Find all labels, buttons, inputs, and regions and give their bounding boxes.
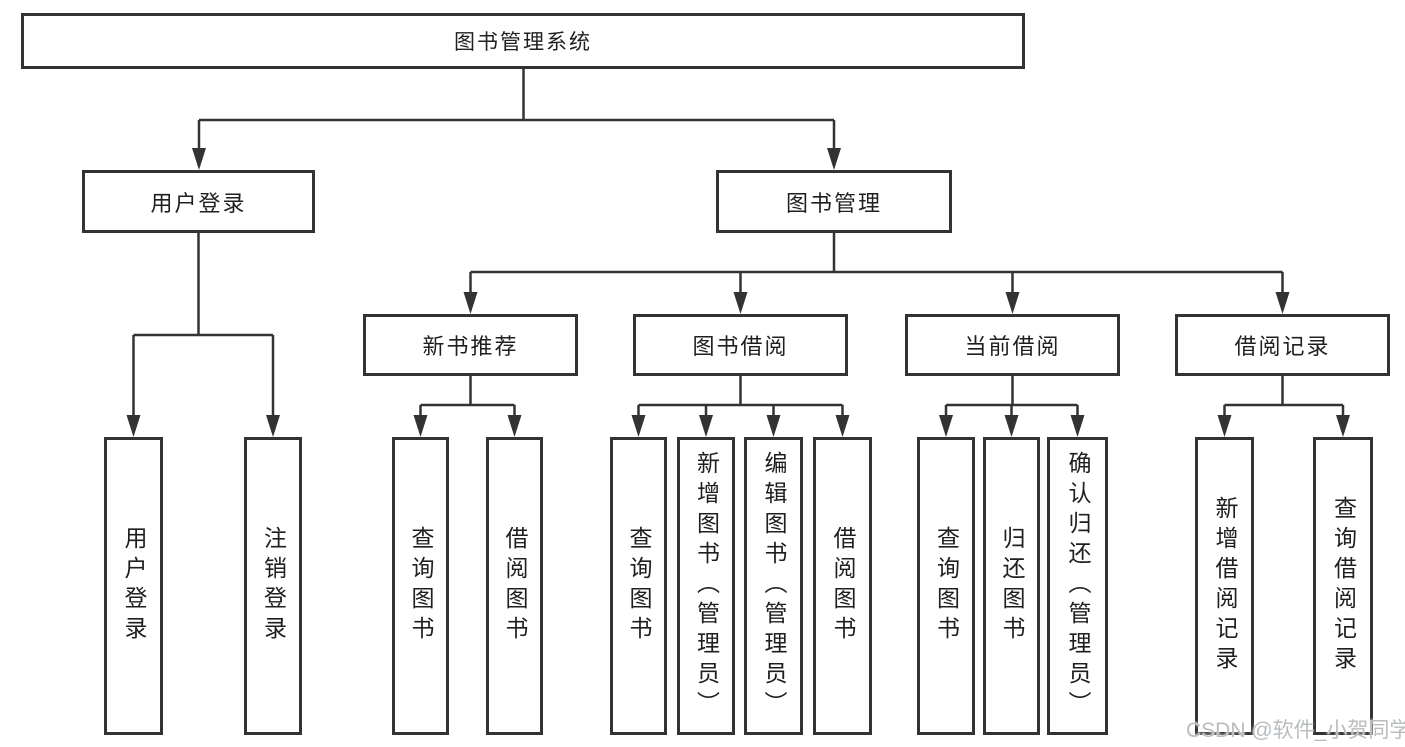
node-book-borrowing: 图书借阅 bbox=[633, 314, 848, 376]
node-label: 用户登录 bbox=[121, 526, 147, 646]
connector-new-book-recommend-children bbox=[413, 376, 522, 437]
node-label: 用户登录 bbox=[150, 190, 247, 216]
node-label: 查询借阅记录 bbox=[1330, 496, 1357, 676]
node-confirm-return-admin: 确认归还（管理员） bbox=[1047, 437, 1108, 735]
node-query-borrow-record: 查询借阅记录 bbox=[1313, 437, 1373, 735]
connector-current-borrowing-children bbox=[939, 376, 1085, 437]
node-edit-books-admin: 编辑图书（管理员） bbox=[744, 437, 803, 735]
node-return-books: 归还图书 bbox=[983, 437, 1040, 735]
watermark: CSDN @软件_小贺同学 bbox=[1186, 719, 1405, 742]
node-label: 确认归还（管理员） bbox=[1065, 451, 1091, 721]
node-book-management: 图书管理 bbox=[716, 170, 952, 233]
node-label: 归还图书 bbox=[999, 526, 1025, 646]
node-borrowing-records: 借阅记录 bbox=[1175, 314, 1390, 376]
node-label: 注销登录 bbox=[260, 526, 287, 646]
connector-user-login-children bbox=[126, 233, 280, 437]
node-query-books-recommend: 查询图书 bbox=[392, 437, 449, 735]
node-current-borrowing: 当前借阅 bbox=[905, 314, 1120, 376]
node-query-books-borrowing: 查询图书 bbox=[610, 437, 667, 735]
node-label: 图书管理系统 bbox=[454, 31, 592, 54]
node-label: 查询图书 bbox=[933, 526, 960, 646]
node-user-login-group: 用户登录 bbox=[82, 170, 315, 233]
node-label: 新增借阅记录 bbox=[1212, 496, 1238, 676]
node-add-books-admin: 新增图书（管理员） bbox=[677, 437, 735, 735]
node-label: 借阅记录 bbox=[1234, 334, 1331, 359]
node-new-book-recommend: 新书推荐 bbox=[363, 314, 578, 376]
node-label: 图书管理 bbox=[785, 190, 882, 216]
connector-root-to-level2 bbox=[192, 69, 841, 170]
node-borrow-books-recommend: 借阅图书 bbox=[486, 437, 543, 735]
connector-borrowing-records-children bbox=[1217, 376, 1350, 437]
node-label: 图书借阅 bbox=[692, 334, 789, 359]
node-label: 借阅图书 bbox=[502, 526, 528, 646]
node-root: 图书管理系统 bbox=[21, 13, 1025, 69]
connector-book-management-children bbox=[463, 233, 1290, 314]
node-add-borrow-record: 新增借阅记录 bbox=[1195, 437, 1254, 735]
node-label: 查询图书 bbox=[626, 526, 652, 646]
node-borrow-books-borrowing: 借阅图书 bbox=[813, 437, 872, 735]
node-label: 新书推荐 bbox=[422, 334, 519, 359]
node-label: 编辑图书（管理员） bbox=[761, 451, 787, 721]
node-query-books-current: 查询图书 bbox=[917, 437, 975, 735]
node-user-login: 用户登录 bbox=[104, 437, 163, 735]
node-logout: 注销登录 bbox=[244, 437, 302, 735]
node-label: 新增图书（管理员） bbox=[693, 451, 720, 721]
node-label: 借阅图书 bbox=[830, 526, 856, 646]
node-label: 当前借阅 bbox=[964, 334, 1061, 359]
node-label: 查询图书 bbox=[408, 526, 434, 646]
connector-book-borrowing-children bbox=[631, 376, 850, 437]
